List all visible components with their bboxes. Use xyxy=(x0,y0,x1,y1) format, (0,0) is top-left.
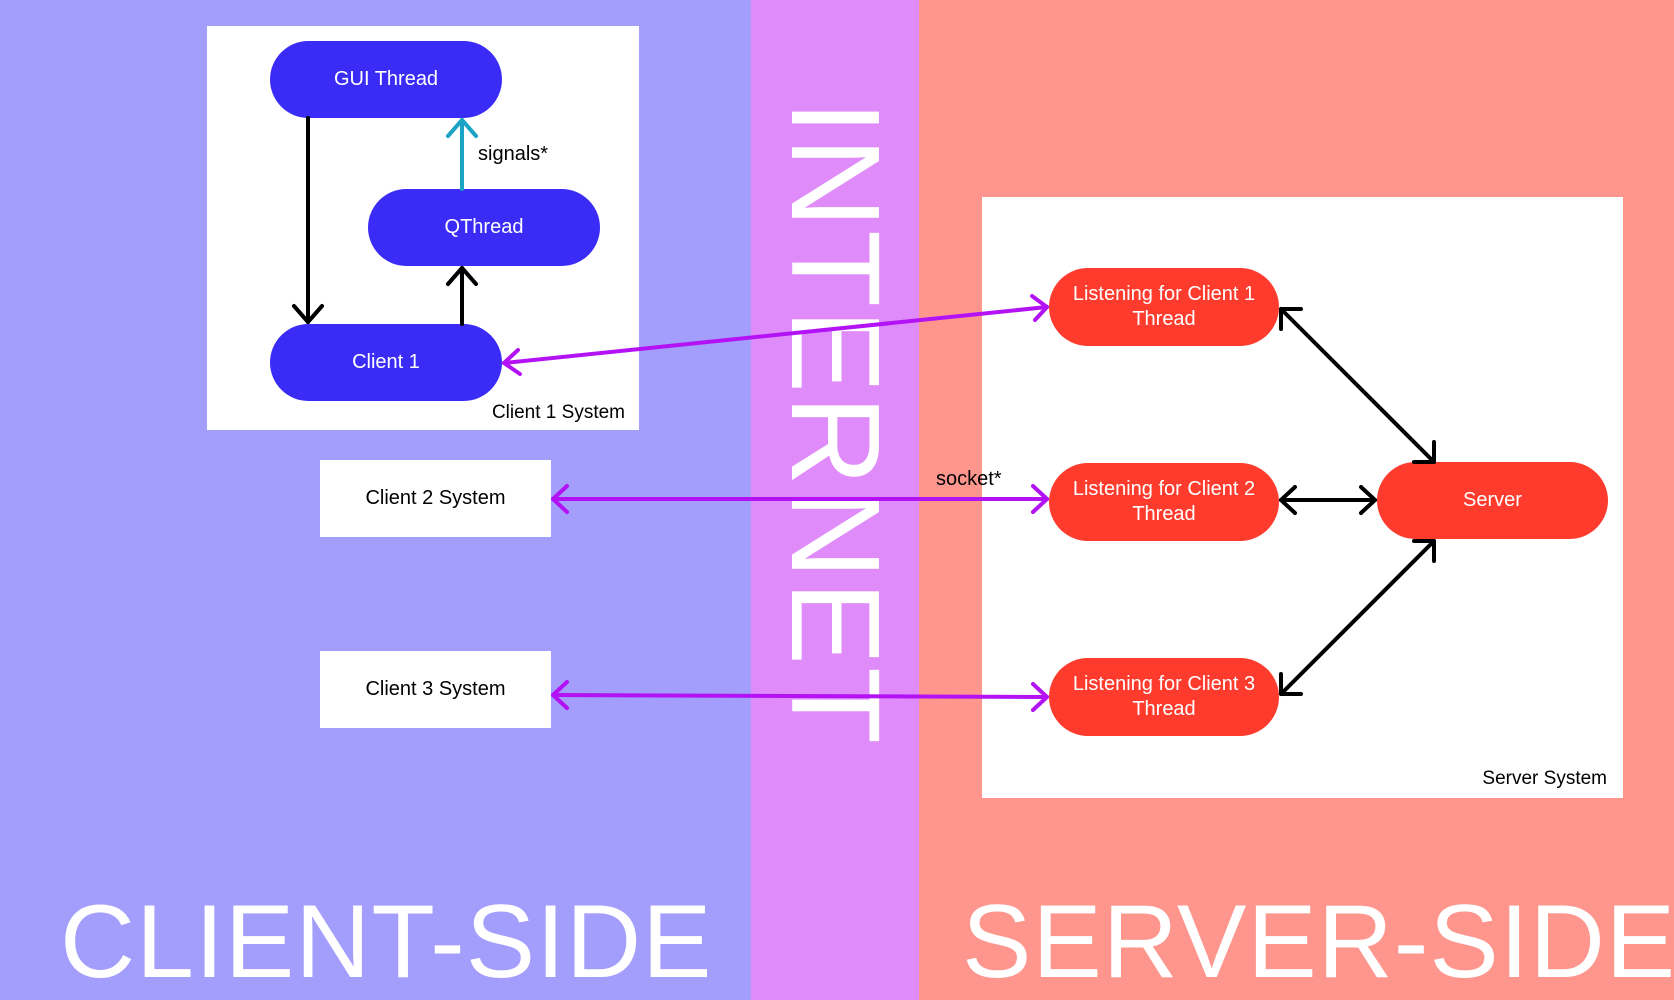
client1-listen1-socket-arrow xyxy=(502,294,1049,376)
client1-node: Client 1 xyxy=(270,324,502,401)
client2-system-caption: Client 2 System xyxy=(365,487,506,509)
server-node: Server xyxy=(1377,462,1608,539)
socket-label: socket* xyxy=(936,468,1002,490)
gui-to-client1-arrow xyxy=(292,116,324,324)
client3-system-box: Client 3 System xyxy=(320,651,551,728)
client1-system-caption: Client 1 System xyxy=(491,402,625,423)
client3-listen3-socket-arrow xyxy=(551,680,1049,712)
client-side-label: CLIENT-SIDE xyxy=(60,884,713,1000)
client2-listen2-socket-arrow xyxy=(551,484,1049,514)
listen-client3-thread-node: Listening for Client 3 Thread xyxy=(1049,658,1279,736)
listen-client1-thread-node: Listening for Client 1 Thread xyxy=(1049,268,1279,346)
qthread-to-gui-signal-arrow xyxy=(446,118,478,191)
client2-system-box: Client 2 System xyxy=(320,460,551,537)
signals-label: signals* xyxy=(478,143,549,165)
server-system-caption: Server System xyxy=(1482,768,1607,789)
listen3-server-arrow xyxy=(1279,539,1436,696)
qthread-node: QThread xyxy=(368,189,600,266)
gui-thread-node: GUI Thread xyxy=(270,41,502,118)
listen-client2-thread-node: Listening for Client 2 Thread xyxy=(1049,463,1279,541)
client1-to-qthread-arrow xyxy=(446,266,478,326)
listen1-server-arrow xyxy=(1279,307,1436,464)
listen2-server-arrow xyxy=(1279,485,1377,515)
client3-system-caption: Client 3 System xyxy=(365,678,506,700)
server-side-label: SERVER-SIDE xyxy=(962,884,1674,1000)
